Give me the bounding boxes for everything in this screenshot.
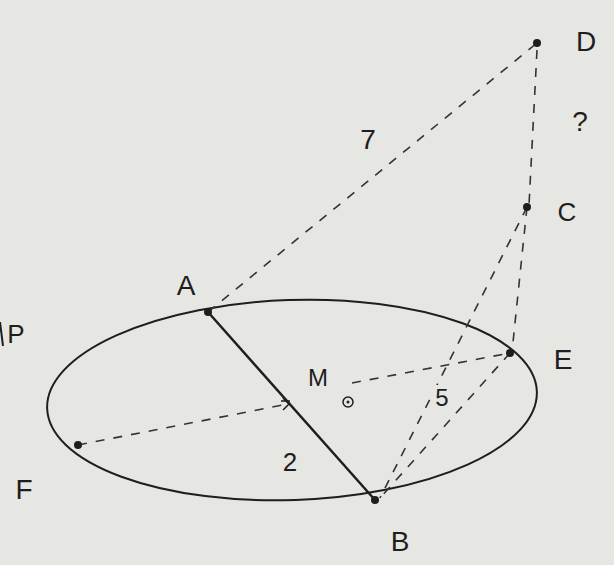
chord-ab [208, 312, 375, 500]
point-b [371, 496, 379, 504]
point-label: P [4, 320, 27, 348]
point-label: 2 [280, 448, 300, 476]
point-label: B [388, 527, 413, 557]
dashed-dc [529, 50, 537, 205]
point-label: F [12, 475, 35, 505]
point-label: M [305, 365, 331, 391]
center-mark [343, 397, 353, 407]
ellipse-outline [44, 292, 541, 509]
points [74, 39, 541, 504]
point-label: 7 [357, 125, 379, 155]
point-label: D [573, 27, 599, 57]
edge-tick [0, 322, 3, 346]
point-c [523, 203, 531, 211]
dashed-ad [208, 43, 537, 312]
dashed-cb [380, 207, 527, 498]
dashed-fm [78, 404, 288, 445]
point-label: C [555, 198, 580, 226]
point-d [533, 39, 541, 47]
dashed-me [352, 353, 510, 383]
point-e [506, 349, 514, 357]
point-label: ? [569, 107, 591, 137]
point-label: 5 [432, 385, 451, 411]
right-angle-mark [281, 398, 290, 410]
center-dot [347, 401, 350, 404]
point-label: E [551, 345, 576, 375]
dashed-eb [380, 353, 510, 498]
point-label: A [174, 271, 199, 301]
point-f [74, 441, 82, 449]
dashed-lines [78, 43, 537, 498]
point-a [204, 308, 212, 316]
dashed-ce [512, 207, 527, 352]
